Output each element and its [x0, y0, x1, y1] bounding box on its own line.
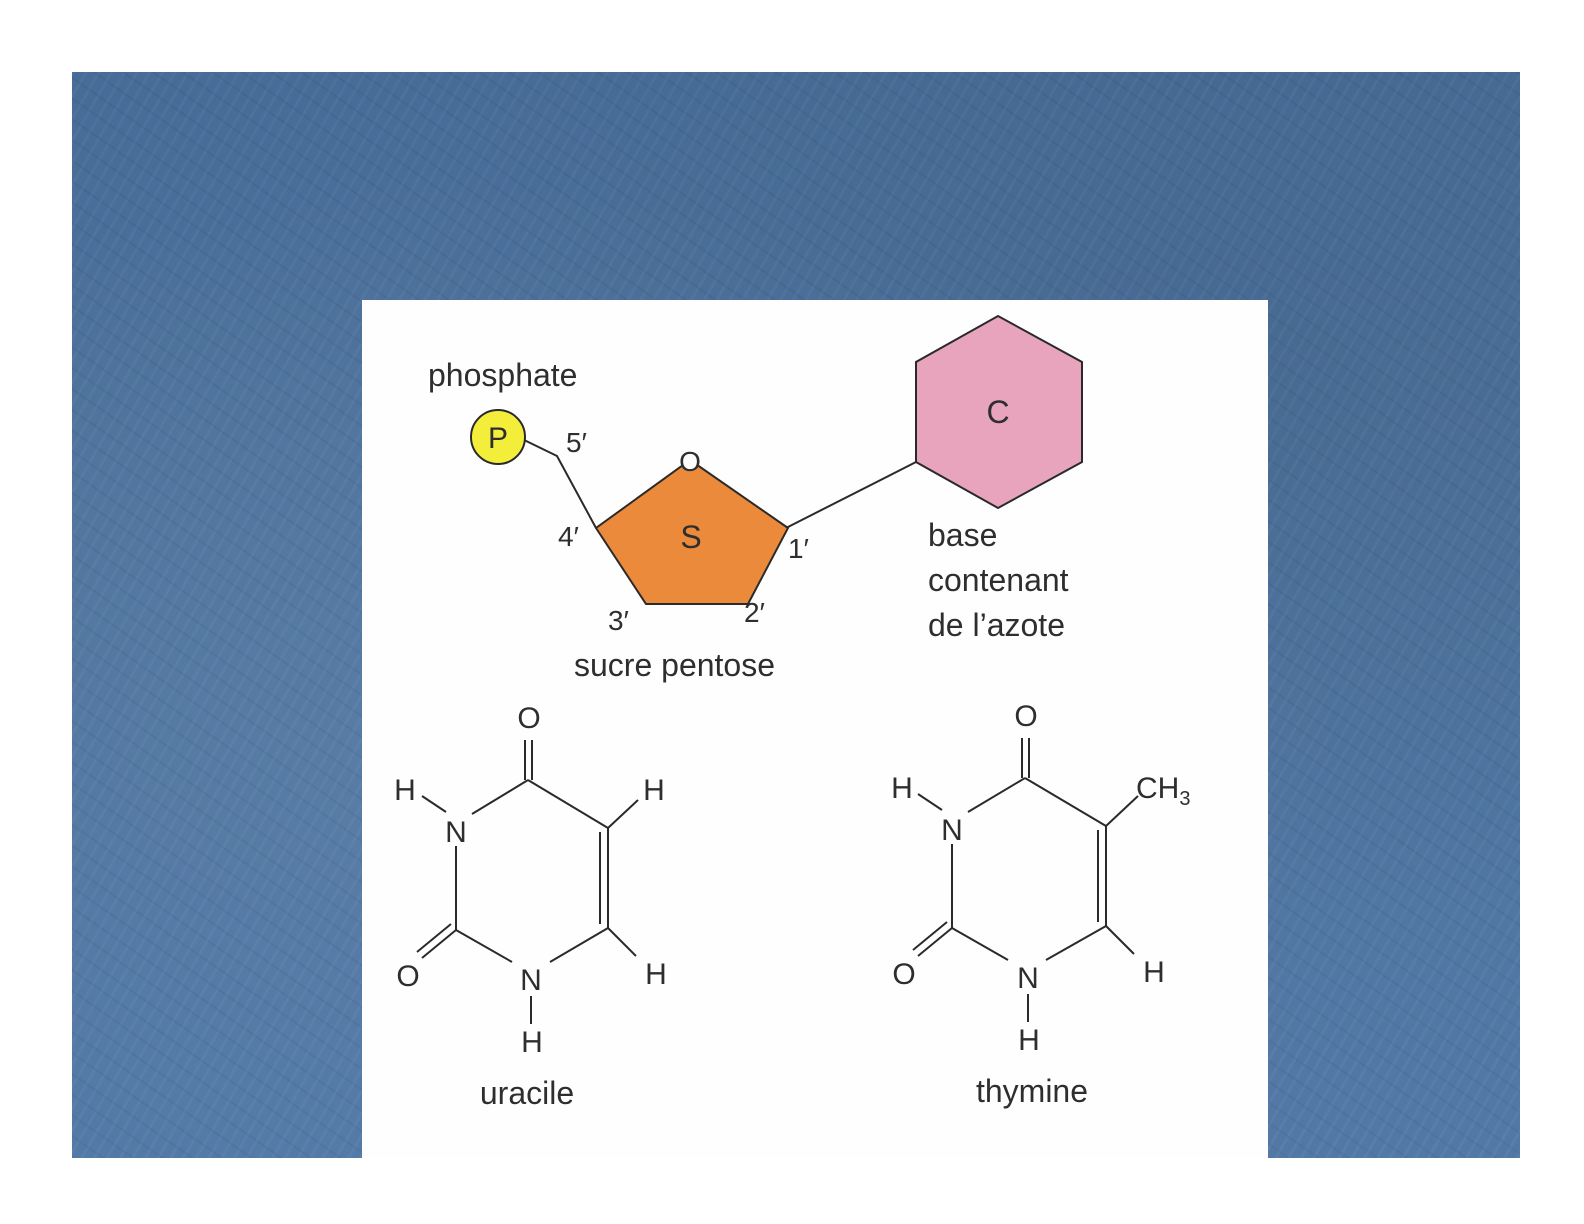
thymine-h-n1: H: [1018, 1024, 1040, 1057]
uracil-h-c5: H: [643, 774, 665, 807]
uracil-n3: N: [445, 816, 467, 849]
phosphate-symbol: P: [488, 422, 508, 455]
thymine-n3-h-bond: [918, 794, 942, 810]
base-label-line2: contenant: [928, 562, 1069, 598]
sugar-label: sucre pentose: [574, 647, 775, 683]
uracil-o-left: O: [396, 960, 419, 993]
phosphate-label: phosphate: [428, 357, 577, 393]
uracil-n1: N: [520, 964, 542, 997]
uracil-c2-n1-bond: [456, 930, 512, 962]
thymine-name: thymine: [976, 1073, 1088, 1109]
uracil-h-n1: H: [521, 1026, 543, 1059]
thymine-o-top: O: [1014, 700, 1037, 733]
uracil-c6-n1-bond: [550, 928, 608, 962]
thymine-o-left: O: [892, 958, 915, 991]
uracil-c6-h-bond: [608, 928, 636, 956]
carbon-3-label: 3′: [608, 605, 629, 636]
thymine-h-n3: H: [891, 772, 913, 805]
carbon-5-label: 5′: [566, 427, 587, 458]
uracil-n3-h-bond: [422, 796, 446, 812]
thymine-c4-c5-bond: [1025, 778, 1106, 826]
thymine-methyl-subscript: 3: [1179, 788, 1190, 810]
carbon-4-label: 4′: [558, 521, 579, 552]
thymine-labels: O H N CH3 O N H H thymine: [891, 700, 1190, 1109]
thymine-c5-methyl-bond: [1106, 796, 1138, 826]
sugar-symbol: S: [680, 519, 701, 555]
carbon-1-label: 1′: [788, 533, 809, 564]
base-label-line3: de l’azote: [928, 607, 1065, 643]
uracil-h-c6: H: [645, 958, 667, 991]
sugar-ring-oxygen: O: [679, 446, 701, 477]
thymine-n3: N: [941, 814, 963, 847]
uracil-o-top: O: [517, 702, 540, 735]
base-symbol: C: [986, 394, 1009, 430]
thymine-c6-h-bond: [1106, 926, 1134, 954]
thymine-c2-n1-bond: [952, 928, 1008, 960]
uracil-c5-h-bond: [608, 800, 638, 828]
uracil-h-n3: H: [394, 774, 416, 807]
uracil-c4-c5-bond: [528, 780, 608, 828]
uracil-labels: O H N H O N H H uracile: [394, 702, 667, 1111]
uracil-name: uracile: [480, 1075, 574, 1111]
uracil-c4-n3-bond: [472, 780, 528, 814]
thymine-c4-n3-bond: [968, 778, 1025, 812]
thymine-methyl: CH3: [1136, 772, 1190, 810]
thymine-methyl-ch: CH: [1136, 772, 1179, 805]
c1-to-base-bond: [786, 462, 916, 528]
nucleotide-schematic: O S P C phosphate 5′ 4′ 1′ 3′ 2′ sucre p…: [428, 316, 1082, 683]
carbon-2-label: 2′: [744, 597, 765, 628]
thymine-h-c6: H: [1143, 956, 1165, 989]
base-label-line1: base: [928, 517, 997, 553]
thymine-n1: N: [1017, 962, 1039, 995]
thymine-c6-n1-bond: [1046, 926, 1106, 960]
